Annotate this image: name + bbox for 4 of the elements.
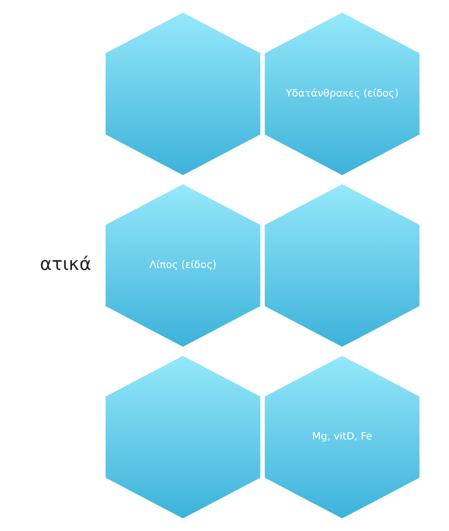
label: ατικά (39, 254, 91, 275)
node-hexagon (105, 356, 260, 518)
node-hexagon (264, 184, 419, 347)
node-hexagon (105, 12, 260, 176)
